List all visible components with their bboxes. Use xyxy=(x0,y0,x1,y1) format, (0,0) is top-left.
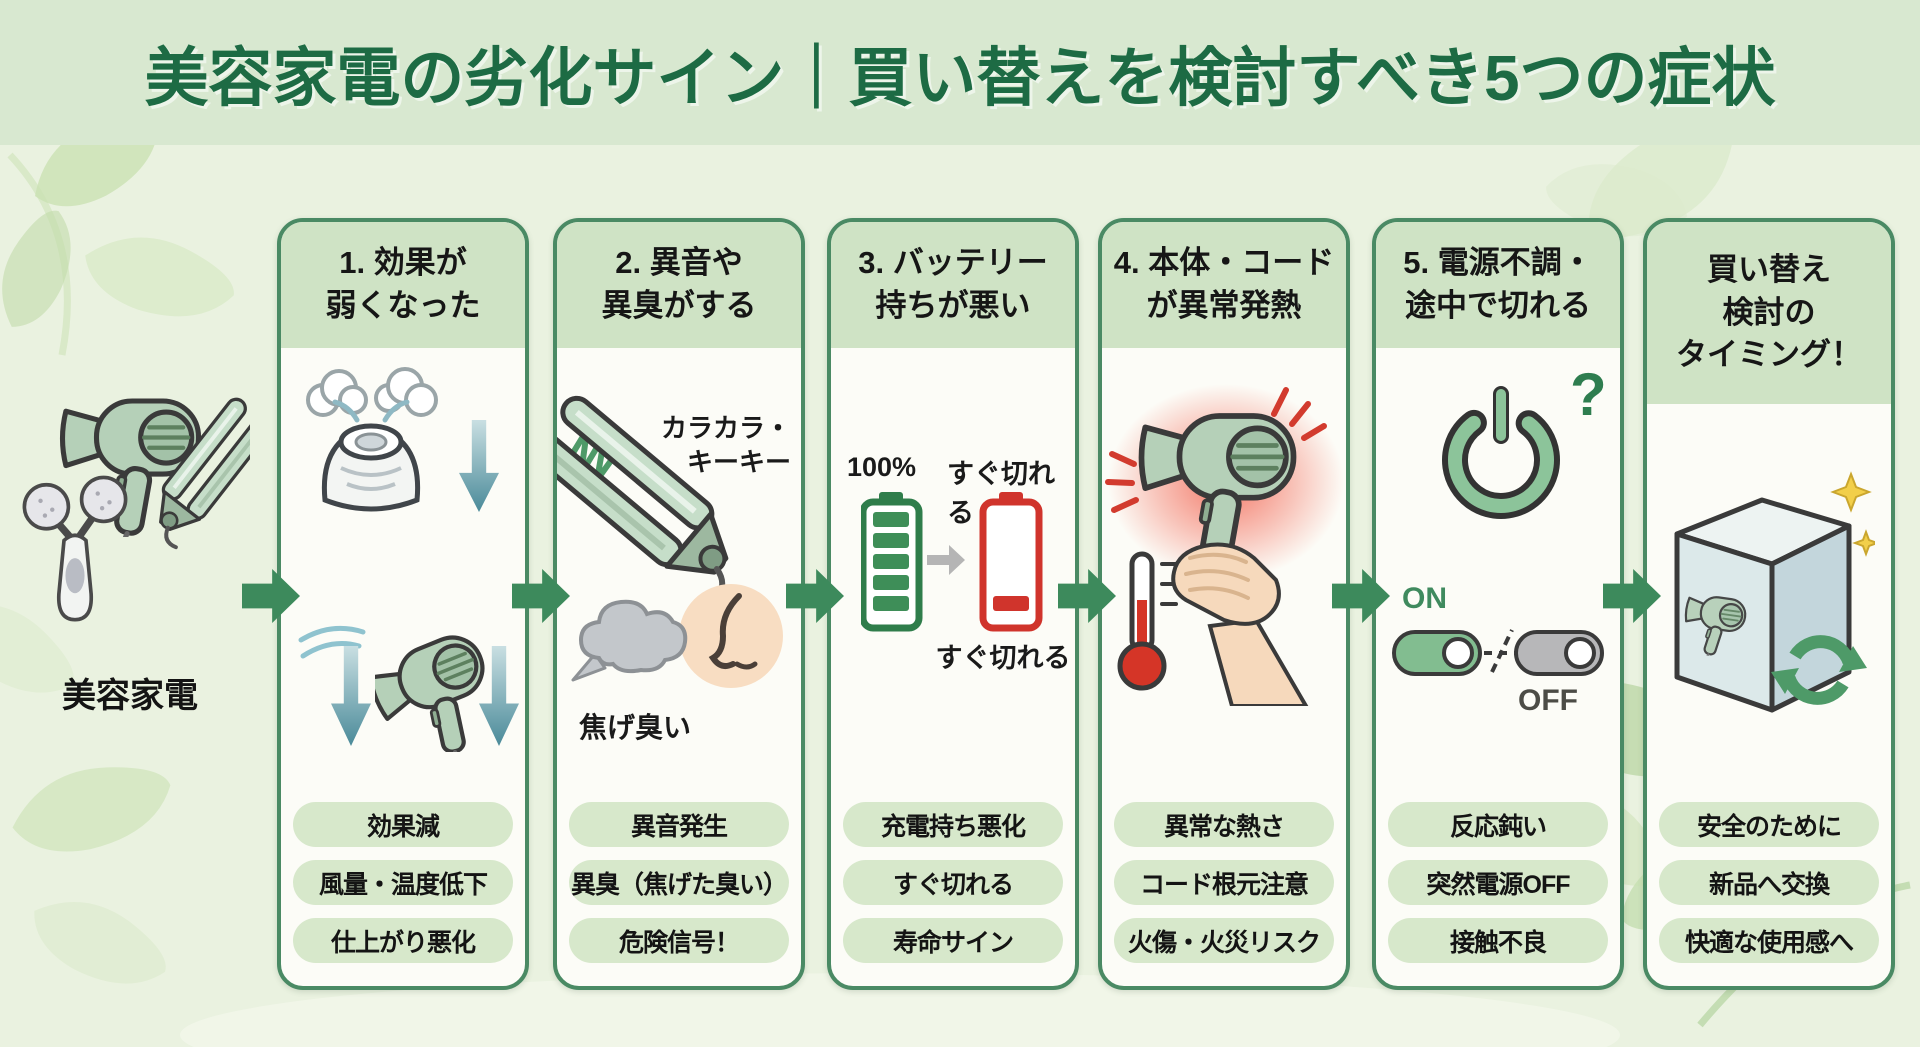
tag: 安全のために xyxy=(1659,802,1879,847)
tag: 風量・温度低下 xyxy=(293,860,513,905)
hand xyxy=(1171,542,1309,706)
tag: 異常な熱さ xyxy=(1114,802,1334,847)
new-product-box-illustration xyxy=(1674,471,1875,713)
decline-arrow-icon xyxy=(331,646,371,746)
card-noise-smell: 2. 異音や 異臭がする カラカラ・ キーキー 焦げ臭い 異音発生 異臭（焦げた… xyxy=(553,218,805,990)
battery-drain-label: すぐ切れる xyxy=(947,459,1055,528)
card-battery-life: 3. バッテリー 持ちが悪い 100% すぐ切れる すぐ切れる 充電持ち悪化 す… xyxy=(827,218,1079,990)
tag: 効果減 xyxy=(293,802,513,847)
card-title: 4. 本体・コード が異常発熱 xyxy=(1113,245,1335,323)
tag-list: 充電持ち悪化 すぐ切れる 寿命サイン xyxy=(843,802,1063,963)
tag-list: 効果減 風量・温度低下 仕上がり悪化 xyxy=(293,802,513,963)
thermometer-icon xyxy=(1117,551,1178,691)
card-effect-weakened: 1. 効果が 弱くなった 効果減 風量・温度低下 仕上がり悪化 xyxy=(277,218,529,990)
card-header: 2. 異音や 異臭がする xyxy=(557,222,801,348)
smoke-icon xyxy=(571,599,688,682)
question-mark: ? xyxy=(1570,361,1607,428)
off-label: OFF xyxy=(1518,684,1578,717)
power-icon xyxy=(1442,386,1560,519)
card-title: 5. 電源不調・ 途中で切れる xyxy=(1403,245,1593,323)
sparkle-icon xyxy=(1830,471,1875,557)
overheating-dryer-illustration xyxy=(1105,384,1344,706)
airflow-icon xyxy=(298,625,366,659)
card-power-fault: 5. 電源不調・ 途中で切れる ? ON OFF 反応鈍い 突然電源OFF 接触… xyxy=(1372,218,1624,990)
battery-full-label: 100% xyxy=(847,452,917,482)
card-title: 買い替え 検討の タイミング！ xyxy=(1676,251,1862,373)
toggle-break-illustration xyxy=(1392,629,1604,676)
on-label: ON xyxy=(1402,582,1447,615)
tag: 接触不良 xyxy=(1388,918,1608,963)
tag: コード根元注意 xyxy=(1114,860,1334,905)
tag: 充電持ち悪化 xyxy=(843,802,1063,847)
page-title: 美容家電の劣化サイン｜買い替えを検討すべき5つの症状 xyxy=(144,41,1776,114)
broken-connection-icon xyxy=(1484,629,1516,673)
card-overheat: 4. 本体・コード が異常発熱 異常な熱さ コード根元注意 xyxy=(1098,218,1350,990)
smell-illustration xyxy=(571,584,783,688)
battery-drain-label: すぐ切れる xyxy=(935,643,1071,673)
nose-icon xyxy=(679,584,783,688)
card-header: 4. 本体・コード が異常発熱 xyxy=(1102,222,1346,348)
tag: 仕上がり悪化 xyxy=(293,918,513,963)
tag: 寿命サイン xyxy=(843,918,1063,963)
card-replace-timing: 買い替え 検討の タイミング！ 安全のために 新品へ交換 快適な使用感へ xyxy=(1643,218,1895,990)
battery-low-icon xyxy=(979,492,1043,632)
card-title: 1. 効果が 弱くなった xyxy=(325,245,481,323)
tag: すぐ切れる xyxy=(843,860,1063,905)
battery-full-icon xyxy=(861,492,923,632)
heat-alert-lines xyxy=(1105,387,1327,513)
toggle-on-icon xyxy=(1392,630,1482,676)
decline-arrow-icon xyxy=(459,420,499,512)
card-title: 3. バッテリー 持ちが悪い xyxy=(858,245,1048,323)
decline-arrow-icon xyxy=(479,646,519,746)
tag: 異臭（焦げた臭い） xyxy=(569,860,789,905)
intro-label: 美容家電 xyxy=(62,677,198,715)
card-header: 5. 電源不調・ 途中で切れる xyxy=(1376,222,1620,348)
tag: 火傷・火災リスク xyxy=(1114,918,1334,963)
steamer-icon xyxy=(306,367,438,512)
toggle-off-icon xyxy=(1514,630,1604,676)
card-header: 買い替え 検討の タイミング！ xyxy=(1647,222,1891,404)
tag: 異音発生 xyxy=(569,802,789,847)
header-band: 美容家電の劣化サイン｜買い替えを検討すべき5つの症状 xyxy=(0,0,1920,145)
smell-label: 焦げ臭い xyxy=(579,712,692,743)
tag: 危険信号！ xyxy=(569,918,789,963)
straightener-icon xyxy=(557,370,767,602)
card-header: 3. バッテリー 持ちが悪い xyxy=(831,222,1075,348)
tag: 反応鈍い xyxy=(1388,802,1608,847)
tag: 快適な使用感へ xyxy=(1659,918,1879,963)
card-title: 2. 異音や 異臭がする xyxy=(601,245,757,323)
box-icon xyxy=(1674,497,1852,713)
transition-arrow-icon xyxy=(927,545,965,575)
tag: 新品へ交換 xyxy=(1659,860,1879,905)
tag-list: 異音発生 異臭（焦げた臭い） 危険信号！ xyxy=(569,802,789,963)
card-header: 1. 効果が 弱くなった xyxy=(281,222,525,348)
tag-list: 異常な熱さ コード根元注意 火傷・火災リスク xyxy=(1114,802,1334,963)
tag: 突然電源OFF xyxy=(1388,860,1608,905)
recycle-icon xyxy=(1771,635,1867,705)
tag-list: 安全のために 新品へ交換 快適な使用感へ xyxy=(1659,802,1879,963)
battery-comparison xyxy=(861,492,1043,632)
tag-list: 反応鈍い 突然電源OFF 接触不良 xyxy=(1388,802,1608,963)
face-roller-icon xyxy=(24,477,125,619)
noise-label: カラカラ・ キーキー xyxy=(660,413,791,477)
beauty-appliances-illustration xyxy=(18,393,250,667)
